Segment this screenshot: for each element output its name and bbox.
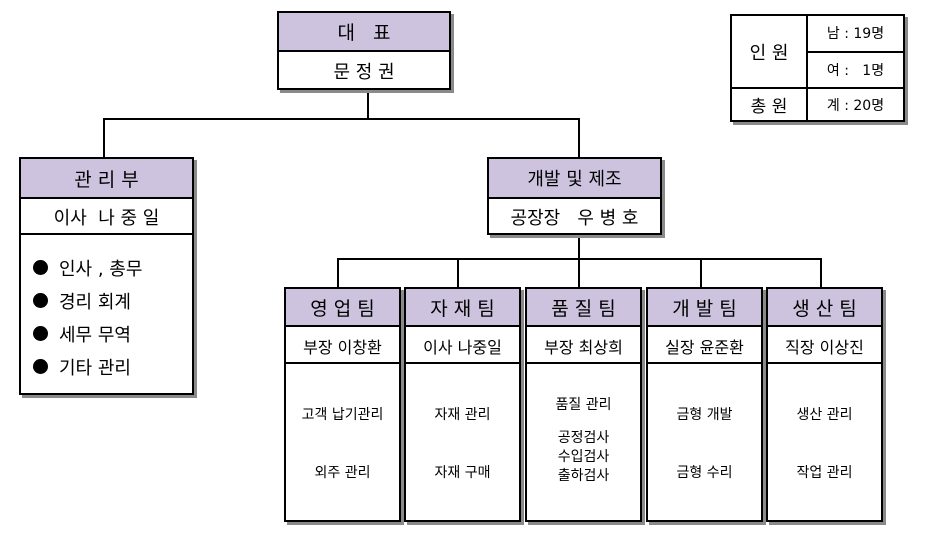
team-duty-item: 자재 구매	[434, 465, 491, 481]
bullet-icon	[33, 260, 48, 275]
connector-dev-drop	[578, 118, 580, 158]
quality-team-box: 품 질 팀 부장 최상희	[525, 287, 642, 364]
ceo-title: 대 표	[279, 13, 449, 52]
connector-team4-drop	[700, 258, 702, 288]
bullet-icon	[33, 359, 48, 374]
team-head: 직장 이상진	[785, 337, 864, 357]
admin-duty-item: 세무 무역	[59, 325, 131, 346]
connector-team5-drop	[820, 258, 822, 288]
materials-team-duties: 자재 관리 자재 구매	[404, 362, 521, 522]
team-head: 부장 이창환	[303, 337, 382, 357]
ceo-box: 대 표 문 정 권	[277, 11, 451, 90]
team-duty-item: 외주 관리	[314, 465, 371, 481]
team-duty-item: 수입검사	[557, 449, 610, 465]
development-team-duties: 금형 개발 금형 수리	[646, 362, 763, 522]
connector-top-horizontal	[103, 118, 580, 120]
team-head: 실장 윤준환	[665, 337, 744, 357]
admin-title: 관 리 부	[21, 159, 192, 199]
team-head: 부장 최상희	[544, 337, 623, 357]
team-title: 품 질 팀	[527, 289, 640, 327]
dev-title: 개발 및 제조	[489, 159, 660, 199]
female-count: 여 : 1명	[806, 50, 905, 90]
team-head: 이사 나중일	[423, 337, 502, 357]
connector-team2-drop	[457, 258, 459, 288]
team-duty-item: 작업 관리	[796, 465, 853, 481]
quality-team-duties: 품질 관리 공정검사 수입검사 출하검사	[525, 362, 642, 522]
team-title: 영 업 팀	[286, 289, 399, 327]
connector-dev-down	[578, 234, 580, 260]
admin-duty-item: 인사 , 총무	[59, 259, 143, 280]
admin-head-name: 이사 나 중 일	[53, 208, 160, 229]
production-team-duties: 생산 관리 작업 관리	[766, 362, 883, 522]
connector-ceo-down	[367, 90, 369, 120]
admin-duty-item: 기타 관리	[59, 358, 131, 379]
team-title: 생 산 팀	[768, 289, 881, 327]
staff-count-table: 인 원 남 : 19명 여 : 1명 총 원 계 : 20명	[730, 13, 905, 122]
connector-team3-drop	[578, 258, 580, 288]
admin-duties-box: 인사 , 총무 경리 회계 세무 무역 기타 관리	[19, 233, 194, 395]
team-duties: 생산 관리 작업 관리	[768, 404, 881, 482]
team-duties: 품질 관리 공정검사 수입검사 출하검사	[527, 396, 640, 486]
sales-team-duties: 고객 납기관리 외주 관리	[284, 362, 401, 522]
dev-manufacturing-box: 개발 및 제조 공장장 우 병 호	[487, 157, 662, 235]
connector-team1-drop	[337, 258, 339, 288]
team-duty-item: 생산 관리	[796, 407, 853, 423]
team-duty-item: 금형 개발	[676, 407, 733, 423]
materials-team-box: 자 재 팀 이사 나중일	[404, 287, 521, 364]
total-count: 계 : 20명	[806, 87, 905, 122]
admin-duty-item: 경리 회계	[59, 292, 131, 313]
team-duty-item: 고객 납기관리	[301, 407, 384, 423]
team-duties: 자재 관리 자재 구매	[406, 404, 519, 482]
staff-label: 인 원	[730, 13, 808, 90]
sales-team-box: 영 업 팀 부장 이창환	[284, 287, 401, 364]
team-duty-item: 품질 관리	[555, 397, 612, 413]
total-label: 총 원	[730, 87, 808, 122]
team-duties: 고객 납기관리 외주 관리	[286, 404, 399, 482]
team-duty-item: 금형 수리	[676, 465, 733, 481]
team-title: 자 재 팀	[406, 289, 519, 327]
bullet-icon	[33, 326, 48, 341]
bullet-icon	[33, 293, 48, 308]
male-count: 남 : 19명	[806, 14, 905, 53]
team-duty-item: 출하검사	[557, 468, 610, 484]
development-team-box: 개 발 팀 실장 윤준환	[646, 287, 763, 364]
ceo-name: 문 정 권	[333, 62, 395, 83]
team-duties: 금형 개발 금형 수리	[648, 404, 761, 482]
team-duty-item: 자재 관리	[434, 407, 491, 423]
dev-head-name: 공장장 우 병 호	[510, 208, 639, 229]
team-duty-item: 공정검사	[557, 430, 610, 446]
production-team-box: 생 산 팀 직장 이상진	[766, 287, 883, 364]
team-title: 개 발 팀	[648, 289, 761, 327]
connector-admin-drop	[103, 118, 105, 158]
admin-department-box: 관 리 부 이사 나 중 일	[19, 157, 194, 235]
